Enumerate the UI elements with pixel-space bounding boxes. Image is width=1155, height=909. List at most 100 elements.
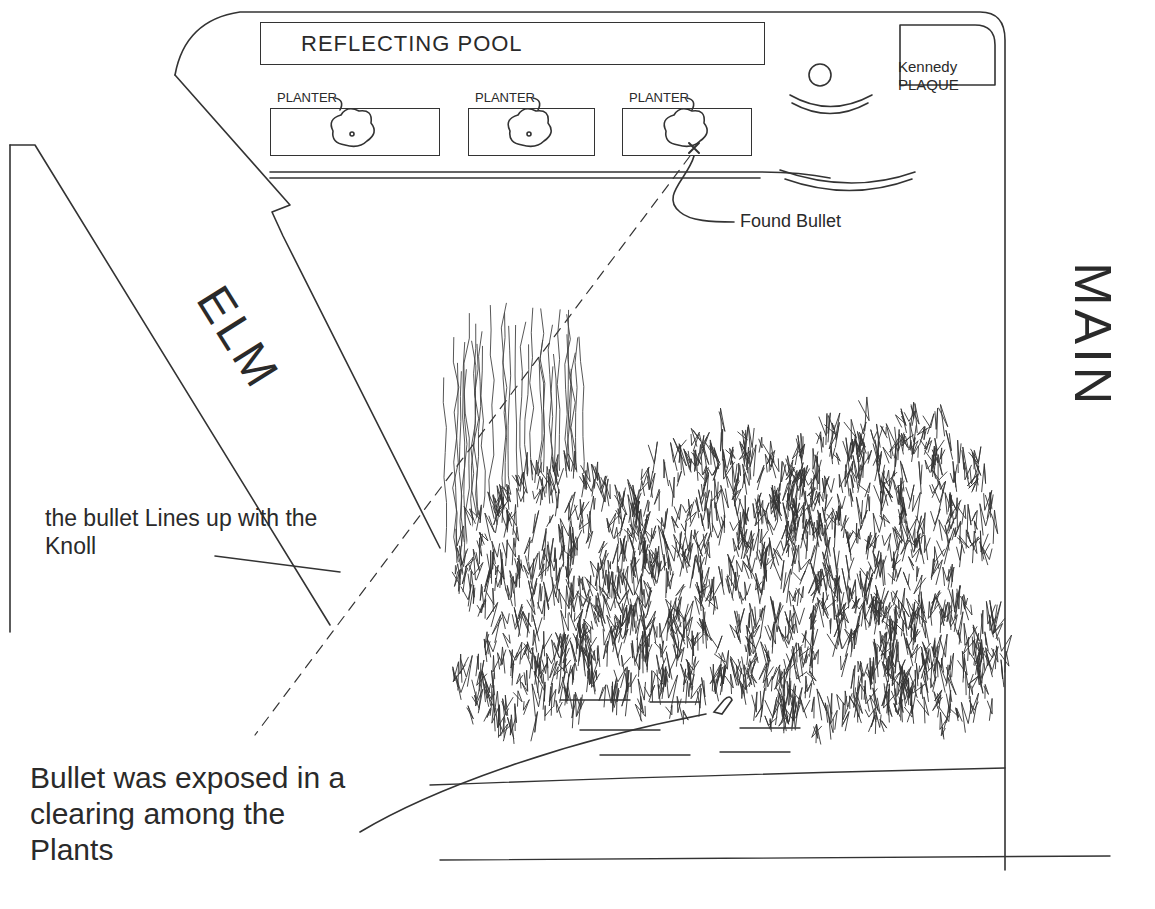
sketch-stroke (512, 661, 513, 686)
sketch-stroke (791, 486, 798, 516)
sketch-stroke (507, 510, 512, 533)
sketch-stroke (917, 697, 929, 723)
ground-line (440, 856, 1110, 860)
sketch-stroke (591, 603, 601, 624)
sketch-stroke (793, 698, 797, 730)
sketch-stroke (653, 624, 657, 643)
sketch-stroke (796, 586, 804, 602)
sketch-stroke (579, 520, 590, 533)
sketch-stroke (547, 515, 554, 527)
sketch-stroke (931, 509, 941, 531)
sketch-stroke (599, 541, 608, 558)
planter-tick (533, 98, 540, 110)
sketch-stroke (485, 681, 490, 706)
sketch-stroke (595, 563, 600, 596)
sketch-stroke (873, 688, 878, 720)
sketch-stroke (586, 531, 593, 548)
plaque-label: Kennedy PLAQUE (898, 58, 978, 94)
sketch-stroke (918, 592, 923, 623)
sketch-stroke (795, 670, 807, 682)
sketch-stroke (1001, 660, 1004, 687)
sketch-stroke (931, 663, 936, 689)
sketch-stroke (792, 646, 800, 680)
sketch-stroke (843, 438, 850, 472)
sketch-stroke (887, 601, 1004, 729)
sketch-stroke (752, 606, 765, 639)
sketch-stroke (517, 488, 526, 507)
sketch-stroke (868, 450, 872, 463)
sketch-stroke (502, 513, 509, 537)
planter-label: PLANTER (475, 90, 535, 105)
sketch-stroke (521, 644, 528, 660)
sketch-stroke (819, 492, 823, 505)
sketch-stroke (755, 496, 762, 525)
sketch-stroke (742, 473, 745, 489)
sketch-stroke (956, 498, 961, 528)
sketch-stroke (887, 621, 893, 650)
sketch-stroke (715, 502, 721, 528)
sketch-stroke (698, 470, 707, 486)
sketch-stroke (560, 519, 570, 544)
sketch-stroke (845, 465, 851, 497)
sketch-stroke (924, 535, 930, 560)
sketch-stroke (901, 538, 910, 562)
sketch-stroke (789, 591, 796, 607)
planter-box: PLANTER (622, 108, 752, 156)
sketch-stroke (763, 441, 774, 472)
planter-bush (664, 109, 707, 147)
sketch-stroke (917, 516, 924, 540)
sketch-stroke (844, 419, 856, 445)
sketch-stroke (950, 708, 959, 721)
corner-box (900, 25, 995, 85)
sketch-stroke (747, 531, 755, 557)
sketch-stroke (824, 525, 830, 557)
sketch-stroke (788, 493, 790, 517)
sketch-stroke (961, 702, 971, 732)
sketch-stroke (930, 483, 939, 497)
sketch-stroke (530, 578, 537, 601)
sketch-stroke (745, 582, 751, 601)
sketch-stroke (569, 541, 576, 575)
sketch-stroke (883, 447, 891, 463)
sketch-stroke (636, 501, 639, 524)
sketch-stroke (796, 697, 802, 727)
street-name: ELM (184, 276, 292, 400)
sketch-stroke (453, 337, 459, 562)
sketch-stroke (933, 695, 943, 717)
sketch-stroke (701, 513, 705, 531)
sketch-stroke (703, 608, 707, 640)
sketch-stroke (558, 586, 569, 618)
sketch-stroke (639, 435, 801, 605)
sketch-stroke (695, 596, 704, 614)
sketch-stroke (726, 447, 733, 472)
sketch-stroke (948, 615, 957, 632)
sketch-stroke (630, 673, 636, 694)
sketch-stroke (783, 480, 791, 509)
sketch-stroke (690, 459, 692, 472)
sketch-stroke (921, 683, 923, 699)
sketch-stroke (663, 554, 665, 570)
sketch-stroke (646, 638, 648, 672)
sketch-stroke (967, 504, 971, 534)
sketch-stroke (957, 536, 969, 554)
sketch-stroke (661, 664, 666, 694)
sketch-stroke (631, 564, 636, 584)
sketch-stroke (805, 676, 813, 698)
sketch-stroke (578, 623, 582, 644)
sketch-stroke (767, 450, 775, 470)
sketch-stroke (833, 453, 840, 465)
sketch-stroke (590, 666, 596, 691)
sketch-stroke (654, 489, 660, 511)
sketch-stroke (706, 499, 713, 532)
sketch-stroke (651, 554, 658, 570)
sketch-stroke (964, 462, 971, 487)
sketch-stroke (546, 653, 555, 668)
sketch-stroke (822, 507, 833, 529)
sketch-stroke (564, 450, 569, 477)
sketch-stroke (484, 570, 491, 602)
sketch-stroke (950, 472, 956, 488)
sketch-stroke (876, 643, 879, 677)
sketch-stroke (909, 557, 914, 571)
street-name: MAIN (1062, 262, 1124, 408)
